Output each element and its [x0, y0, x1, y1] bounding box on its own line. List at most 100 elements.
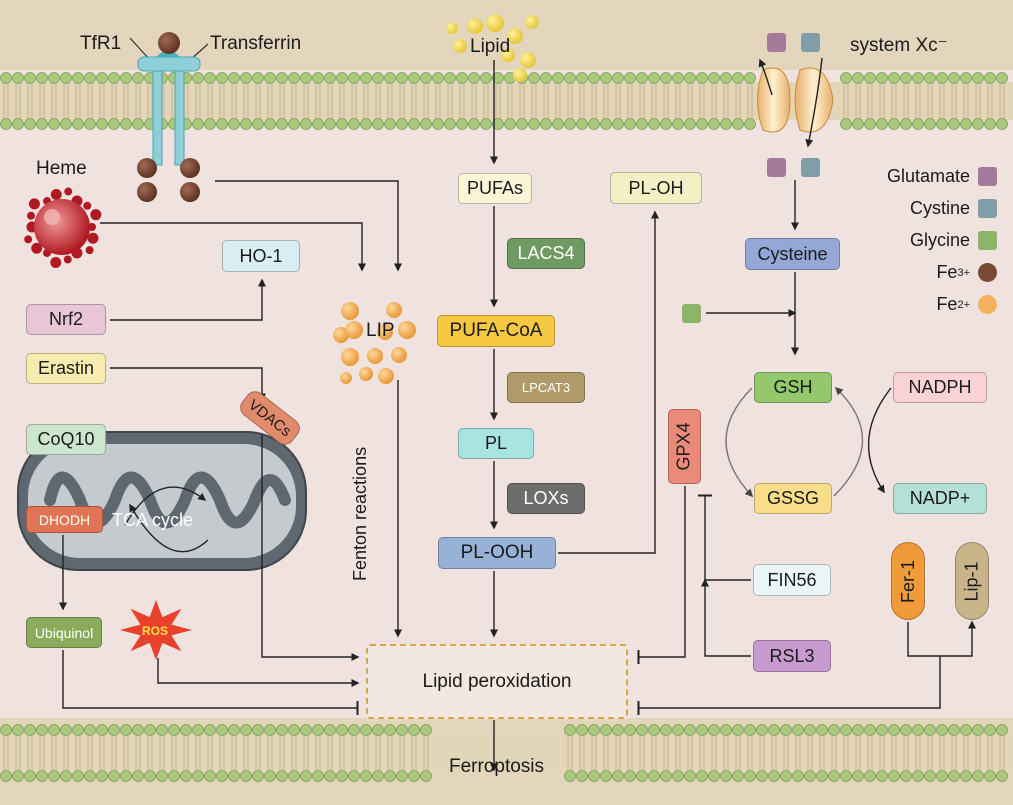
- lipid-head: [696, 724, 708, 736]
- lipid-head: [864, 770, 876, 782]
- lipid-head: [720, 72, 732, 84]
- lipid-head: [120, 118, 132, 130]
- lipid-head: [396, 118, 408, 130]
- lipid-head: [936, 770, 948, 782]
- lipid-head: [348, 724, 360, 736]
- lipid-head: [540, 72, 552, 84]
- lipid-head: [600, 724, 612, 736]
- lipid-head: [216, 118, 228, 130]
- lipid-head: [624, 724, 636, 736]
- lipid-label: Lipid: [470, 36, 511, 57]
- lipid-head: [492, 72, 504, 84]
- fin56-box: FIN56: [753, 564, 831, 596]
- lipid-droplet: [513, 68, 527, 82]
- lipid-head: [0, 72, 12, 84]
- legend-superscript: 2+: [957, 298, 970, 311]
- lipid-head: [576, 72, 588, 84]
- lower-membrane: [0, 724, 1013, 782]
- lipid-head: [528, 118, 540, 130]
- lipid-head: [336, 770, 348, 782]
- lipid-head: [264, 118, 276, 130]
- transferrin-to-lip-arrow: [215, 180, 402, 272]
- lipid-head: [504, 118, 516, 130]
- lipid-head: [84, 118, 96, 130]
- lipid-head: [300, 118, 312, 130]
- lipid-head: [372, 724, 384, 736]
- nadp-box: NADP+: [893, 483, 987, 514]
- lipid-head: [336, 724, 348, 736]
- heme-spike: [90, 209, 102, 221]
- lipid-head: [660, 72, 672, 84]
- lipid-head: [192, 118, 204, 130]
- lipid-peroxidation-box: Lipid peroxidation: [366, 644, 628, 719]
- lipid-head: [12, 724, 24, 736]
- nrf2-box: Nrf2: [26, 304, 106, 335]
- lipid-droplet: [520, 52, 536, 68]
- lipid-head: [204, 118, 216, 130]
- lipid-head: [924, 770, 936, 782]
- heme-spike: [64, 187, 73, 196]
- legend-item: Cystine: [910, 198, 997, 219]
- lipid-head: [240, 724, 252, 736]
- lipid-head: [336, 118, 348, 130]
- tca-arrow-bottom: [129, 503, 209, 553]
- lipid-head: [684, 118, 696, 130]
- lipid-head: [600, 72, 612, 84]
- lipid-head: [36, 118, 48, 130]
- lipid-head: [300, 724, 312, 736]
- lipid-head: [396, 72, 408, 84]
- lipid-head: [324, 724, 336, 736]
- ros-label: ROS: [142, 624, 169, 638]
- lipid-head: [576, 118, 588, 130]
- lipid-head: [204, 72, 216, 84]
- lipid-head: [780, 770, 792, 782]
- lipid-head: [12, 72, 24, 84]
- lipid-head: [420, 724, 432, 736]
- lipid-head: [744, 118, 756, 130]
- lipid-head: [36, 72, 48, 84]
- lipid-head: [312, 72, 324, 84]
- lipid-head: [468, 72, 480, 84]
- lipid-head: [648, 770, 660, 782]
- lipid-head: [516, 118, 528, 130]
- system-xc-label: system Xc⁻: [850, 35, 948, 56]
- lipid-head: [132, 72, 144, 84]
- ubiquinol-box: Ubiquinol: [26, 617, 102, 648]
- fer1-lip1-inhibit-lipid-perox: [637, 656, 941, 715]
- lipid-head: [672, 72, 684, 84]
- lipid-head: [396, 724, 408, 736]
- cystine-outer: [801, 33, 820, 52]
- lipid-head: [972, 118, 984, 130]
- lipid-droplet: [501, 48, 515, 62]
- lipid-head: [408, 118, 420, 130]
- lipid-head: [372, 118, 384, 130]
- lipid-head: [288, 72, 300, 84]
- lipid-head: [72, 724, 84, 736]
- lipid-head: [600, 118, 612, 130]
- lipid-head: [672, 724, 684, 736]
- lipid-head: [300, 770, 312, 782]
- lipid-head: [72, 72, 84, 84]
- lipid-head: [996, 724, 1008, 736]
- lipid-head: [564, 72, 576, 84]
- lipid-head: [756, 770, 768, 782]
- lipid-head: [360, 72, 372, 84]
- fe2-ball: [391, 347, 407, 363]
- lipid-head: [84, 724, 96, 736]
- lipid-head: [960, 724, 972, 736]
- fe2-ball: [386, 302, 402, 318]
- lipid-head: [996, 770, 1008, 782]
- lipid-head: [48, 770, 60, 782]
- lipid-head: [816, 724, 828, 736]
- lacs4-box: LACS4: [507, 238, 585, 269]
- erastin-to-vdacs-arrow: [110, 367, 266, 402]
- lipid-head: [360, 770, 372, 782]
- lipid-head: [216, 770, 228, 782]
- legend-superscript: 3+: [957, 266, 970, 279]
- lipid-head: [648, 724, 660, 736]
- lipid-head: [96, 724, 108, 736]
- lipid-head: [552, 72, 564, 84]
- lipid-head: [684, 770, 696, 782]
- lipid-head: [852, 724, 864, 736]
- heme-spike: [87, 232, 99, 244]
